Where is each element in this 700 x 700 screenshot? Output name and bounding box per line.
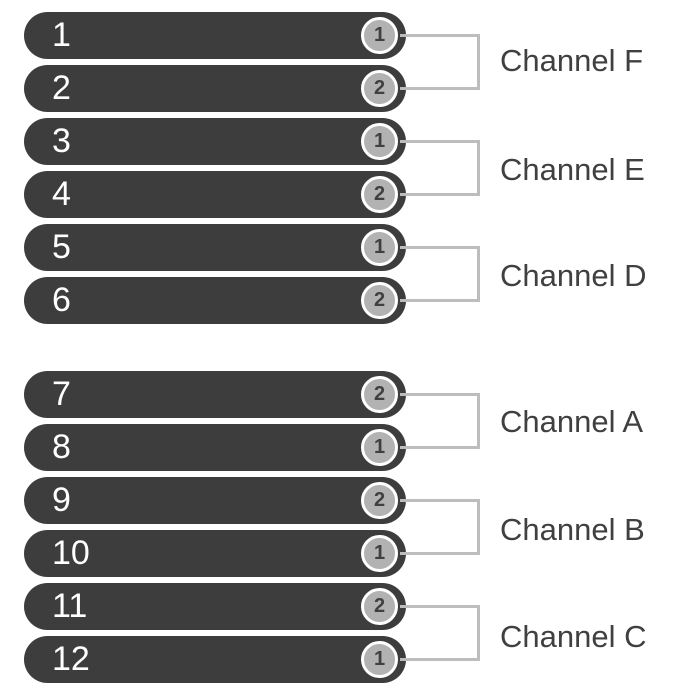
port-badge: 1	[361, 641, 398, 678]
pair-bracket	[400, 605, 480, 661]
slot-row: 12 1	[24, 636, 406, 683]
slot-number: 10	[52, 534, 90, 572]
port-badge: 1	[361, 229, 398, 266]
pair-bracket	[400, 246, 480, 302]
slot-number: 5	[52, 228, 71, 266]
channel-label: Channel F	[500, 43, 644, 78]
channel-label: Channel C	[500, 619, 647, 654]
slot-row: 8 1	[24, 424, 406, 471]
slot-number: 1	[52, 16, 71, 54]
port-badge: 2	[361, 70, 398, 107]
pair-bracket	[400, 393, 480, 449]
slot-number: 11	[52, 587, 88, 625]
slot-number: 7	[52, 375, 71, 413]
slot-row: 2 2	[24, 65, 406, 112]
slot-row: 10 1	[24, 530, 406, 577]
slot-number: 8	[52, 428, 71, 466]
port-badge: 2	[361, 588, 398, 625]
slot-row: 5 1	[24, 224, 406, 271]
slot-number: 3	[52, 122, 71, 160]
slot-row: 3 1	[24, 118, 406, 165]
port-badge: 1	[361, 123, 398, 160]
port-badge: 1	[361, 17, 398, 54]
slot-row: 9 2	[24, 477, 406, 524]
slot-number: 6	[52, 281, 71, 319]
slot-row: 4 2	[24, 171, 406, 218]
channel-label: Channel A	[500, 404, 644, 439]
channel-label: Channel B	[500, 512, 645, 547]
pair-bracket	[400, 34, 480, 90]
slot-row: 11 2	[24, 583, 406, 630]
port-badge: 2	[361, 376, 398, 413]
slot-row: 6 2	[24, 277, 406, 324]
slot-number: 9	[52, 481, 71, 519]
port-badge: 2	[361, 482, 398, 519]
slot-row: 7 2	[24, 371, 406, 418]
port-badge: 2	[361, 176, 398, 213]
slot-number: 12	[52, 640, 90, 678]
pair-bracket	[400, 140, 480, 196]
slot-number: 2	[52, 69, 71, 107]
port-badge: 2	[361, 282, 398, 319]
slot-number: 4	[52, 175, 71, 213]
pair-bracket	[400, 499, 480, 555]
slot-row: 1 1	[24, 12, 406, 59]
port-badge: 1	[361, 429, 398, 466]
channel-label: Channel D	[500, 258, 647, 293]
channel-label: Channel E	[500, 152, 645, 187]
port-badge: 1	[361, 535, 398, 572]
